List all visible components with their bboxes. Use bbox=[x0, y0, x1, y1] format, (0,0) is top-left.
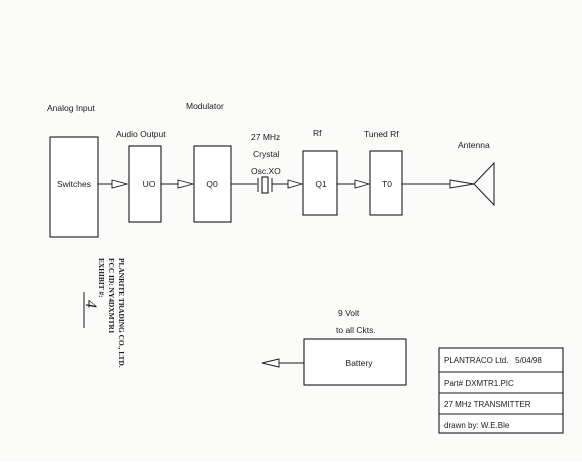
arrow-switches-to-uo bbox=[98, 179, 129, 189]
title-block-company-date: PLANTRACO Ltd. 5/04/98 bbox=[444, 356, 542, 365]
q0-label: Q0 bbox=[206, 179, 218, 189]
switches-block: Switches bbox=[49, 136, 99, 238]
label-to-all-ckts: to all Ckts. bbox=[336, 325, 376, 335]
t0-label: T0 bbox=[382, 179, 392, 189]
uo-label: UO bbox=[143, 179, 156, 189]
q1-label: Q1 bbox=[315, 179, 327, 189]
title-block-drawn-by: drawn by: W.E.Ble bbox=[444, 421, 510, 430]
stamp-fcc-id: FCC ID: NY4DXMTR1 bbox=[107, 258, 116, 334]
label-audio-output: Audio Output bbox=[116, 129, 166, 139]
label-antenna: Antenna bbox=[458, 140, 490, 150]
arrow-q1-to-t0 bbox=[337, 179, 371, 189]
label-rf: Rf bbox=[313, 128, 322, 138]
q1-block: Q1 bbox=[302, 150, 338, 216]
label-tuned-rf: Tuned Rf bbox=[364, 129, 399, 139]
title-block-part: Part# DXMTR1.PIC bbox=[444, 379, 514, 388]
t0-block: T0 bbox=[369, 150, 403, 216]
label-modulator: Modulator bbox=[186, 101, 224, 111]
uo-block: UO bbox=[128, 145, 162, 223]
fcc-stamp: PLANRITE TRADING CO., LTD. FCC ID: NY4DX… bbox=[82, 258, 126, 368]
label-nine-volt: 9 Volt bbox=[338, 308, 360, 318]
title-block: PLANTRACO Ltd. 5/04/98 Part# DXMTR1.PIC … bbox=[438, 347, 564, 434]
title-block-title: 27 MHz TRANSMITTER bbox=[444, 400, 531, 409]
battery-block: Battery bbox=[303, 338, 407, 386]
switches-label: Switches bbox=[57, 179, 91, 189]
battery-label: Battery bbox=[346, 358, 374, 368]
label-crystal: Crystal bbox=[253, 149, 280, 159]
stamp-company: PLANRITE TRADING CO., LTD. bbox=[117, 258, 126, 368]
label-analog-input: Analog Input bbox=[47, 103, 95, 113]
stamp-exhibit-number: 4 bbox=[82, 300, 99, 308]
q0-block: Q0 bbox=[193, 145, 232, 223]
arrow-battery-out bbox=[261, 358, 304, 368]
label-crystal-freq: 27 MHz bbox=[251, 132, 280, 142]
arrow-uo-to-q0 bbox=[161, 179, 195, 189]
crystal-symbol bbox=[257, 176, 273, 194]
stamp-exhibit-label: EXHIBIT #: bbox=[97, 258, 106, 298]
arrow-crystal-to-q1 bbox=[272, 179, 304, 189]
label-osc-xo: Osc.XO bbox=[251, 166, 281, 176]
antenna-icon bbox=[449, 161, 495, 207]
